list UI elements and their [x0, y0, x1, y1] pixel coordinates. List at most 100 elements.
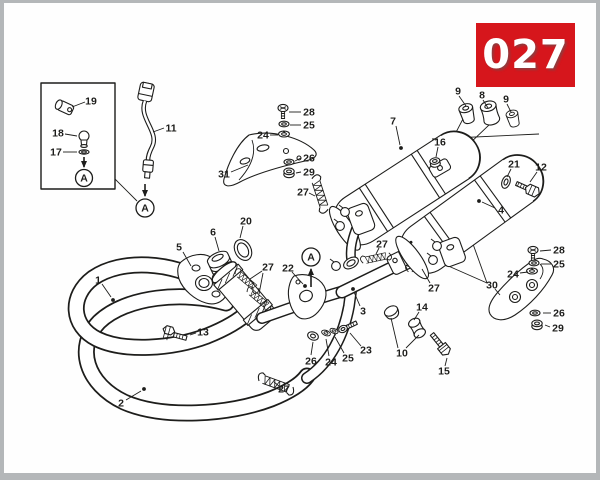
- svg-text:25: 25: [303, 120, 315, 132]
- part-label-23: 23: [349, 332, 372, 357]
- bolt-12: [515, 181, 540, 198]
- sensor-18: [78, 130, 90, 148]
- svg-text:18: 18: [52, 128, 64, 140]
- bolt-15: [429, 332, 451, 356]
- svg-text:6: 6: [210, 227, 216, 239]
- svg-text:5: 5: [176, 242, 182, 254]
- part-label-27: 27: [297, 187, 316, 199]
- svg-text:21: 21: [508, 159, 520, 171]
- svg-text:27: 27: [297, 187, 309, 199]
- part-label-7: 7: [390, 116, 403, 150]
- part-label-27: 27: [273, 381, 290, 396]
- washer-26-right: [529, 309, 541, 317]
- svg-text:17: 17: [50, 147, 62, 159]
- part-label-25: 25: [334, 336, 354, 365]
- part-label-12: 12: [529, 162, 547, 183]
- part-label-25: 25: [290, 120, 315, 132]
- svg-text:9: 9: [503, 94, 509, 106]
- svg-text:A: A: [307, 252, 315, 264]
- svg-text:30: 30: [486, 280, 498, 292]
- svg-text:26: 26: [305, 356, 317, 368]
- part-label-21: 21: [506, 159, 520, 178]
- part-label-27: 27: [249, 262, 274, 295]
- part-label-24: 24: [257, 130, 278, 142]
- heat-shield-31: [223, 132, 317, 187]
- bushings-8-9: [457, 100, 522, 129]
- silencer-7-bracket: [329, 202, 376, 271]
- svg-text:3: 3: [360, 306, 366, 318]
- part-label-6: 6: [210, 227, 220, 252]
- washer-24-right: [526, 267, 538, 275]
- washer-24-left: [278, 130, 290, 138]
- seal-ring-20: [233, 239, 253, 261]
- washer-17: [78, 149, 90, 155]
- svg-text:A: A: [80, 173, 88, 185]
- washer-26-bottom: [307, 331, 319, 341]
- nut-16: [429, 157, 441, 168]
- nut-29-left: [283, 167, 295, 179]
- svg-text:28: 28: [553, 245, 565, 257]
- svg-text:2: 2: [118, 398, 124, 410]
- svg-text:28: 28: [303, 107, 315, 119]
- svg-text:24: 24: [507, 269, 519, 281]
- part-label-9: 9: [503, 94, 512, 113]
- svg-text:26: 26: [553, 308, 565, 320]
- svg-text:20: 20: [240, 216, 252, 228]
- lambda-cable-11: [137, 81, 157, 179]
- part-label-13: 13: [189, 327, 209, 339]
- part-label-28: 28: [539, 245, 565, 257]
- svg-text:19: 19: [85, 96, 97, 108]
- svg-text:1: 1: [95, 275, 101, 287]
- svg-text:27: 27: [428, 283, 440, 295]
- svg-text:24: 24: [325, 357, 337, 369]
- svg-text:11: 11: [165, 123, 176, 135]
- svg-text:24: 24: [257, 130, 269, 142]
- svg-text:A: A: [141, 203, 149, 215]
- rubber-mounts-10-14: [383, 305, 426, 339]
- part-label-16: 16: [434, 137, 446, 158]
- part-label-10: 10: [390, 317, 420, 360]
- svg-text:25: 25: [553, 259, 565, 271]
- svg-text:10: 10: [396, 348, 408, 360]
- nut-29-right: [531, 319, 543, 331]
- svg-text:8: 8: [479, 90, 485, 102]
- svg-text:13: 13: [197, 327, 209, 339]
- part-label-30: 30: [486, 280, 501, 296]
- part-label-26: 26: [294, 153, 315, 165]
- part-label-24: 24: [325, 338, 337, 369]
- svg-text:27: 27: [262, 262, 274, 274]
- part-label-29: 29: [295, 167, 315, 179]
- part-label-24: 24: [507, 269, 529, 281]
- svg-text:15: 15: [438, 366, 450, 378]
- part-label-31: 31: [218, 164, 249, 181]
- part-label-27: 27: [421, 268, 440, 295]
- svg-text:14: 14: [416, 302, 428, 314]
- screw-23: [338, 320, 358, 334]
- part-label-18: 18: [52, 128, 78, 140]
- page-number-badge: 027: [476, 23, 575, 87]
- svg-text:22: 22: [282, 263, 294, 275]
- part-label-11: 11: [152, 123, 177, 135]
- svg-text:12: 12: [535, 162, 547, 174]
- page-number-text: 027: [482, 32, 569, 78]
- inlet-trumpet-7: [343, 256, 359, 270]
- detail-mark-A: A: [74, 157, 94, 188]
- part-label-28: 28: [289, 107, 315, 119]
- part-label-2: 2: [118, 387, 146, 410]
- svg-text:27: 27: [278, 384, 290, 396]
- part-label-29: 29: [544, 323, 564, 335]
- svg-text:29: 29: [552, 323, 564, 335]
- washer-21: [501, 175, 511, 189]
- bracket-plate-22: [287, 274, 327, 320]
- part-label-26: 26: [305, 341, 317, 368]
- svg-text:31: 31: [218, 169, 230, 181]
- svg-text:26: 26: [303, 153, 315, 165]
- heat-shield-30: [488, 257, 555, 321]
- part-label-9: 9: [455, 86, 467, 107]
- plug-19: [54, 99, 75, 116]
- part-label-8: 8: [479, 90, 489, 109]
- silencer-4-bracket: [426, 236, 466, 268]
- part-label-3: 3: [351, 287, 366, 318]
